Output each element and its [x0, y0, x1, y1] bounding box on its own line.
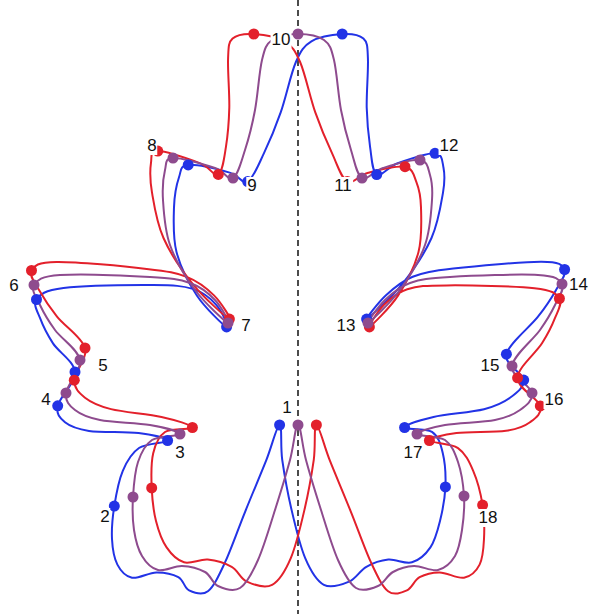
- landmark-number: 6: [8, 277, 19, 295]
- landmark-dot: [228, 173, 239, 184]
- landmark-dot: [183, 159, 194, 170]
- landmark-dot: [146, 482, 157, 493]
- landmark-dot: [69, 375, 80, 386]
- landmark-number: 1: [281, 399, 292, 417]
- landmark-dot: [223, 318, 234, 329]
- landmark-dot: [415, 155, 426, 166]
- landmark-dot: [293, 420, 304, 431]
- landmark-dot: [31, 294, 42, 305]
- landmark-dot: [175, 429, 186, 440]
- landmark-dot: [61, 388, 72, 399]
- landmark-number: 16: [544, 391, 565, 409]
- landmark-dot: [412, 429, 423, 440]
- landmark-dot: [168, 153, 179, 164]
- landmark-number: 14: [568, 276, 589, 294]
- landmark-dot: [248, 29, 259, 40]
- red-outline: [31, 34, 561, 594]
- landmark-dot: [26, 265, 37, 276]
- landmark-number: 7: [240, 317, 251, 335]
- landmark-number: 15: [480, 357, 501, 375]
- landmark-dot: [52, 400, 63, 411]
- landmark-dot: [29, 280, 40, 291]
- landmark-dot: [424, 435, 435, 446]
- landmark-dot: [293, 29, 304, 40]
- landmark-dot: [274, 420, 285, 431]
- landmark-dot: [501, 349, 512, 360]
- landmark-number: 11: [333, 177, 353, 195]
- outline-group: [26, 29, 570, 594]
- landmark-number: 5: [97, 357, 108, 375]
- landmark-number: 17: [403, 444, 424, 462]
- landmark-dot: [213, 169, 224, 180]
- landmark-dot: [557, 279, 568, 290]
- landmark-dot: [80, 343, 91, 354]
- purple-outline: [33, 34, 563, 590]
- landmark-number: 2: [99, 508, 110, 526]
- landmark-dot: [311, 420, 322, 431]
- landmark-dot: [371, 169, 382, 180]
- landmark-dot: [527, 388, 538, 399]
- landmark-dot: [512, 372, 523, 383]
- landmark-dot: [337, 29, 348, 40]
- landmark-dot: [399, 422, 410, 433]
- landmark-number: 8: [146, 137, 157, 155]
- landmark-number: 3: [174, 444, 185, 462]
- landmark-dot: [187, 422, 198, 433]
- landmark-dot: [162, 435, 173, 446]
- landmark-dot: [559, 264, 570, 275]
- landmark-dot: [357, 173, 368, 184]
- landmark-dot: [128, 492, 139, 503]
- landmark-number: 13: [336, 317, 357, 335]
- landmark-dot: [75, 355, 86, 366]
- landmark-number: 12: [439, 137, 460, 155]
- blue-outline: [35, 34, 565, 594]
- landmark-dot: [400, 161, 411, 172]
- landmark-dot: [507, 361, 518, 372]
- landmark-number: 9: [246, 177, 257, 195]
- landmark-number: 10: [271, 31, 292, 49]
- landmark-number: 18: [478, 509, 499, 527]
- landmark-number: 4: [40, 391, 51, 409]
- landmark-dot: [440, 481, 451, 492]
- landmark-dot: [363, 318, 374, 329]
- landmark-dot: [459, 491, 470, 502]
- landmark-dot: [554, 293, 565, 304]
- symmetry-axis: [297, 0, 299, 614]
